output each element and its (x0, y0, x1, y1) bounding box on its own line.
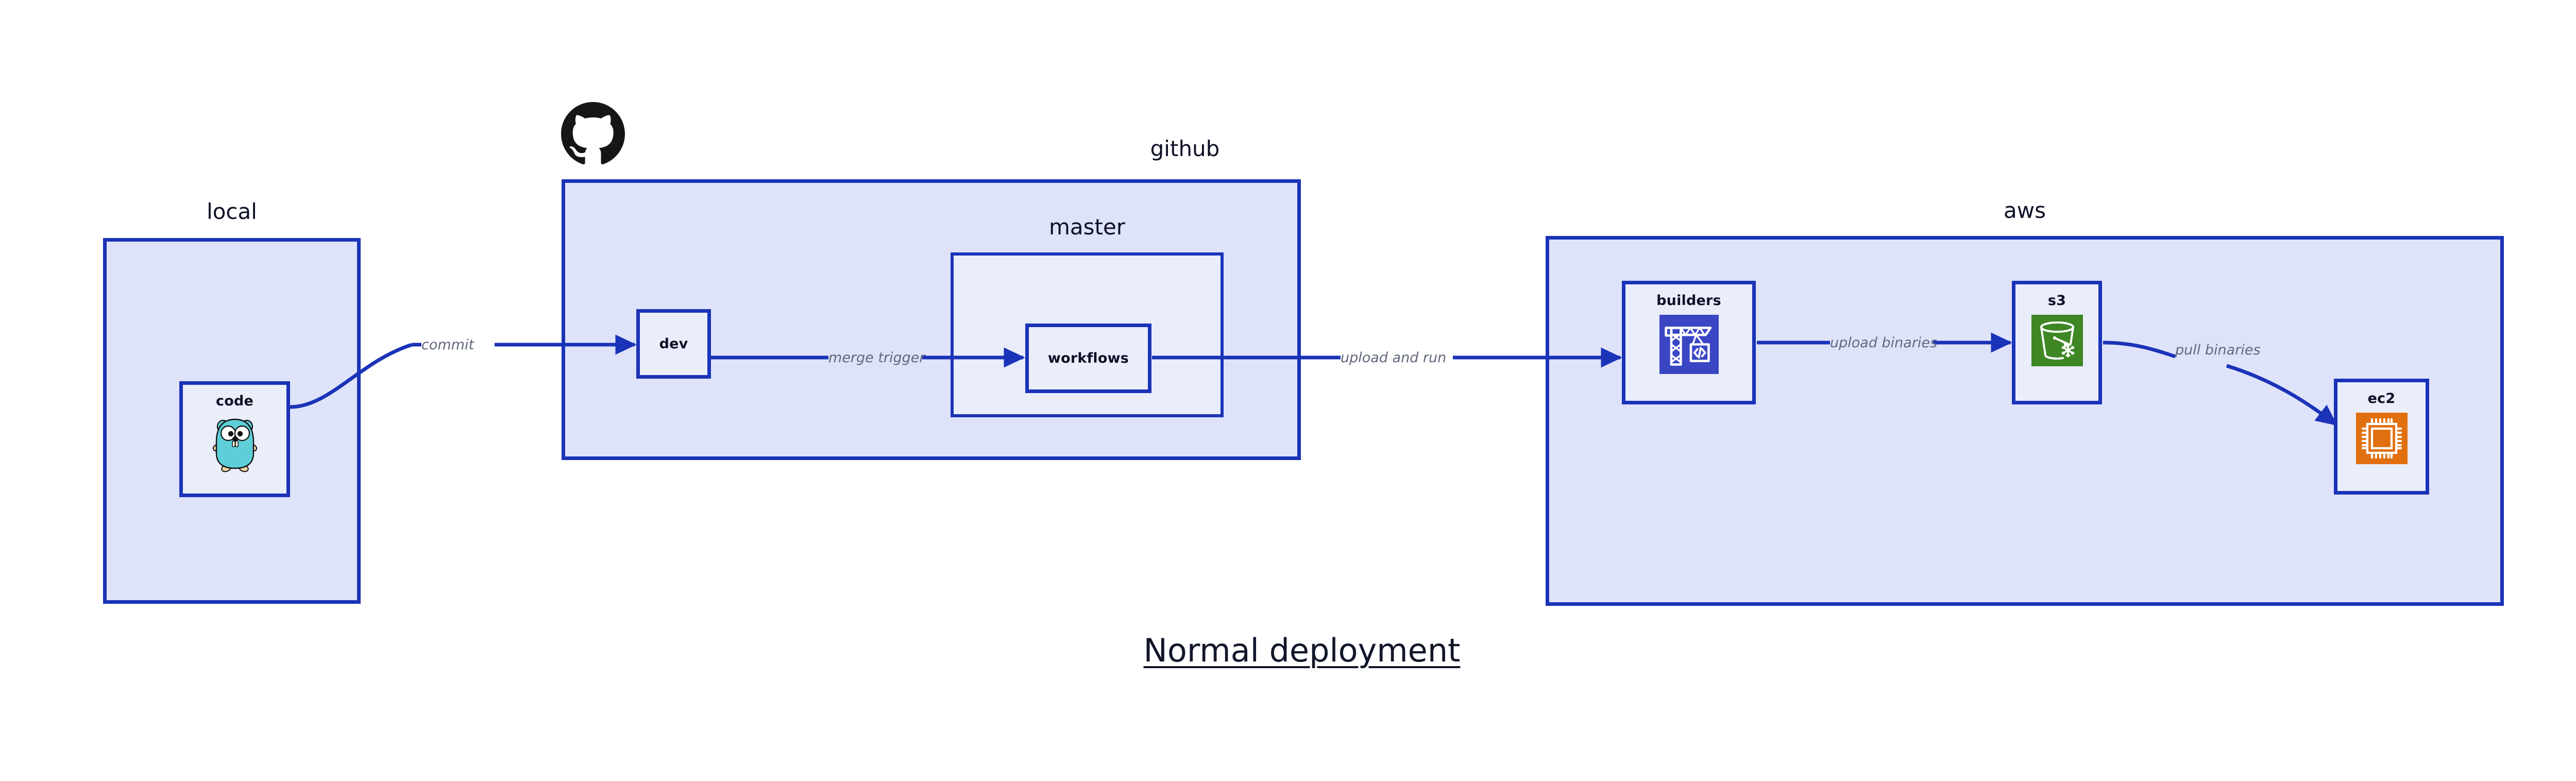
node-label-s3: s3 (2047, 293, 2066, 309)
node-ec2[interactable]: ec2 (2334, 379, 2429, 495)
node-s3[interactable]: s3 (2012, 281, 2102, 404)
edge-label-upload-and-run: upload and run (1341, 350, 1447, 366)
node-label-dev: dev (659, 336, 688, 352)
aws-codebuild-icon (1659, 315, 1719, 376)
go-gopher-icon (211, 415, 259, 475)
group-title-master: master (1048, 214, 1126, 240)
node-label-builders: builders (1656, 293, 1721, 309)
edge-label-merge-trigger: merge trigger (828, 350, 925, 366)
group-title-aws: aws (2004, 198, 2046, 223)
group-title-local: local (207, 199, 257, 224)
aws-s3-bucket-icon (2031, 315, 2083, 368)
edge-label-upload-binaries: upload binaries (1830, 335, 1938, 351)
edge-label-commit: commit (421, 337, 474, 353)
node-label-ec2: ec2 (2367, 390, 2396, 406)
edge-label-pull-binaries: pull binaries (2175, 342, 2261, 358)
node-label-code: code (216, 393, 253, 409)
edge-commit (290, 334, 637, 409)
group-title-github: github (1150, 136, 1220, 161)
node-builders[interactable]: builders (1622, 281, 1756, 404)
node-workflows[interactable]: workflows (1025, 324, 1151, 393)
github-octocat-logo (561, 102, 625, 166)
aws-ec2-chip-icon (2355, 413, 2408, 466)
node-label-workflows: workflows (1047, 350, 1129, 366)
node-dev[interactable]: dev (636, 309, 711, 379)
diagram-title: Normal deployment (1143, 632, 1461, 669)
edge-pull-binaries (2103, 341, 2337, 426)
node-code[interactable]: code (179, 381, 290, 497)
